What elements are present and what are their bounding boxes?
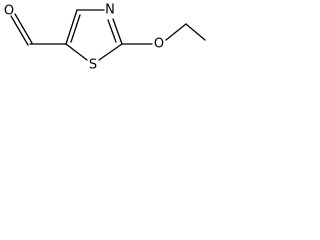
ring-bond-s1-c5	[65, 43, 88, 61]
formyl-group	[10, 13, 67, 46]
ring-bond-n3-c2	[112, 18, 123, 45]
aldehyde-oxygen-label: O	[4, 4, 14, 19]
ethoxy-group	[121, 23, 206, 45]
ring-sulfur-label: S	[89, 58, 97, 73]
ring-bond-c5-c4-inner	[70, 14, 81, 43]
ether-oxygen-ch2-bond	[165, 23, 187, 41]
structure-canvas: O N S O	[4, 3, 206, 73]
carbonyl-double-bond-inner	[14, 13, 33, 44]
thiazole-ring	[65, 9, 123, 61]
ring-bond-c2-s1	[98, 43, 123, 61]
ring-bond-n3-c2-inner	[107, 19, 117, 43]
ring-bond-c5-c4	[65, 9, 78, 45]
carbonyl-double-bond-outer	[10, 15, 29, 46]
ether-oxygen-label: O	[154, 37, 164, 52]
ch2-ch3-bond	[185, 23, 206, 41]
ring-nitrogen-label: N	[105, 3, 115, 18]
